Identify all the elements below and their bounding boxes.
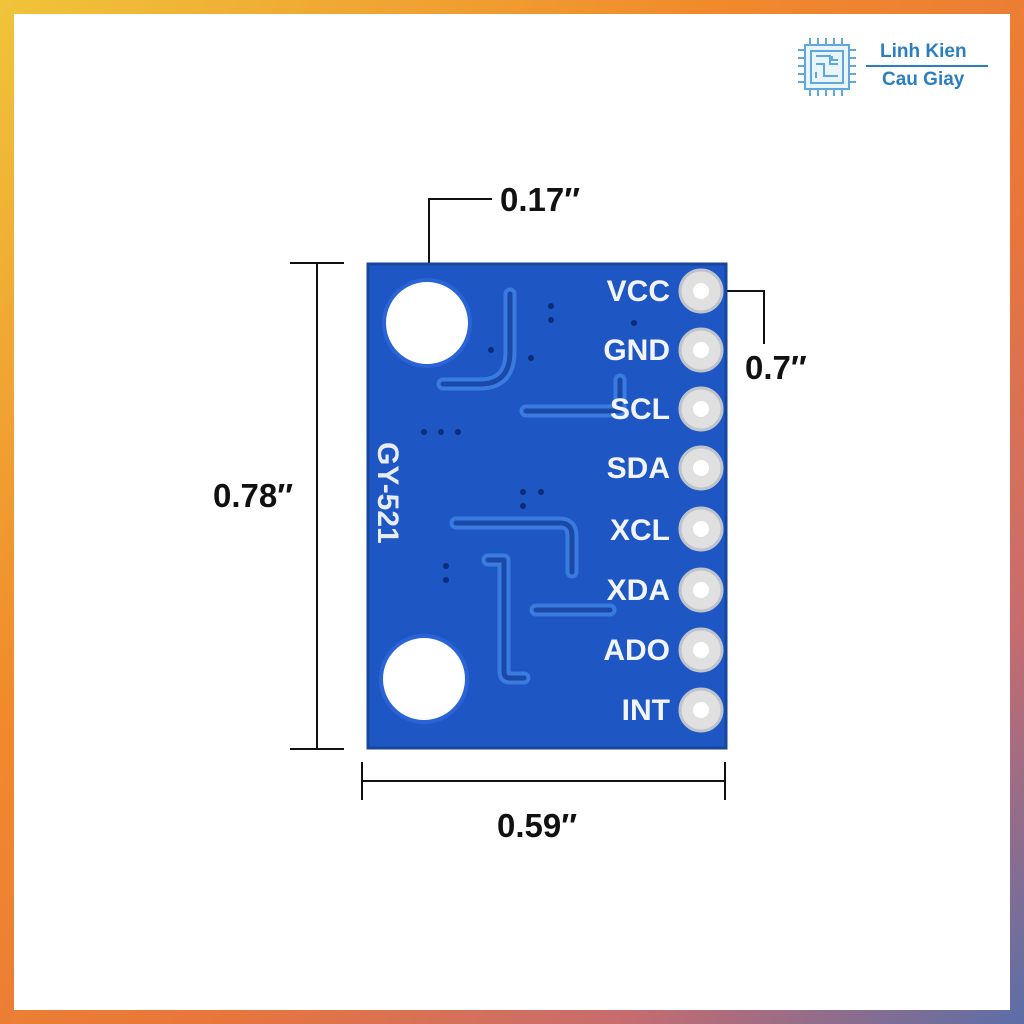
pin-label-xcl: XCL xyxy=(610,514,670,547)
pin-label-scl: SCL xyxy=(610,393,670,426)
brand-line-2: Cau Giay xyxy=(882,69,965,90)
hole-leader-line xyxy=(428,198,492,290)
pin-pad xyxy=(678,268,724,314)
height-dimension-label: 0.78″ xyxy=(213,477,294,514)
brand-line-1: Linh Kien xyxy=(880,41,967,62)
brand-divider xyxy=(866,65,988,67)
pin-pad xyxy=(678,687,724,733)
pin-pads xyxy=(678,268,724,733)
board-name: GY-521 xyxy=(371,442,404,544)
pcb-vias xyxy=(421,303,637,583)
pin-label-int: INT xyxy=(622,694,670,727)
width-dimension-label: 0.59″ xyxy=(497,807,578,844)
pin-label-xda: XDA xyxy=(607,574,670,607)
pin-pad xyxy=(678,445,724,491)
pin-pad xyxy=(678,567,724,613)
pin-pad xyxy=(678,327,724,373)
chip-icon xyxy=(798,38,856,96)
pin-pitch-label: 0.7″ xyxy=(745,349,807,386)
pin-pad xyxy=(678,506,724,552)
pin-label-ado: ADO xyxy=(603,634,670,667)
pin-pad xyxy=(678,627,724,673)
pin-label-sda: SDA xyxy=(607,452,670,485)
mounting-hole-bottom xyxy=(379,634,469,724)
hole-dimension-label: 0.17″ xyxy=(500,181,581,218)
pin-label-vcc: VCC xyxy=(607,275,670,308)
mounting-hole-top xyxy=(382,278,472,368)
pin-label-gnd: GND xyxy=(603,334,670,367)
pin-pad xyxy=(678,386,724,432)
